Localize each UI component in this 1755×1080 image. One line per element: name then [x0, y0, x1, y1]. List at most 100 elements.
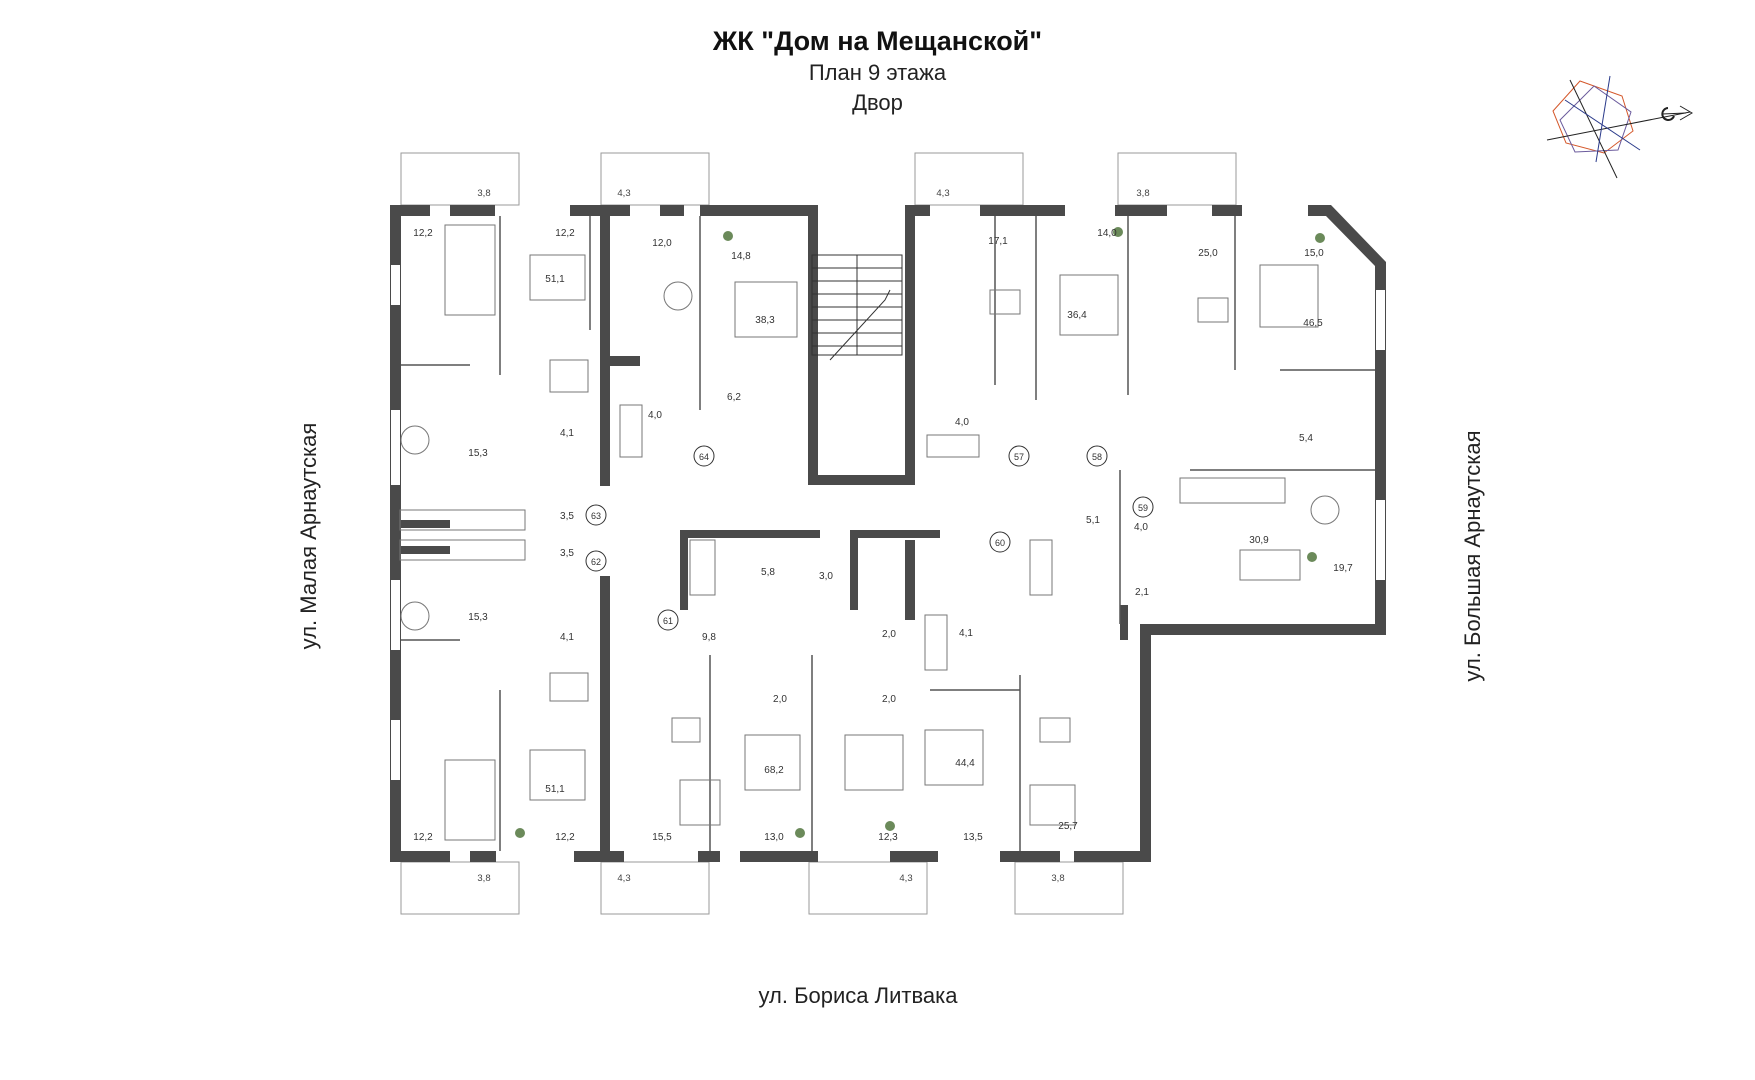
apartment-number: 60	[995, 538, 1005, 548]
room-area: 9,8	[702, 632, 716, 643]
room-area: 38,3	[755, 315, 775, 326]
bath	[689, 539, 716, 596]
apartment-markers: 57 58 59 60 61 62 63 64	[585, 445, 1154, 631]
bath	[619, 404, 643, 458]
table	[989, 289, 1021, 315]
table	[1197, 297, 1229, 323]
bed	[734, 281, 798, 338]
balcony-bottom-2	[600, 861, 710, 915]
stair-icon	[811, 254, 903, 361]
room-area: 4,1	[560, 632, 574, 643]
street-left: ул. Малая Арнаутская	[296, 423, 321, 650]
balconies	[400, 152, 1237, 915]
table	[1310, 495, 1340, 525]
room-area: 25,0	[1198, 248, 1218, 259]
room-area: 6,2	[727, 392, 741, 403]
room-area: 17,1	[988, 236, 1008, 247]
side-label: Двор	[852, 90, 903, 115]
balcony-top-3	[914, 152, 1024, 206]
apartment-marker	[657, 609, 679, 631]
room-area: 15,5	[652, 832, 672, 843]
page-title: ЖК "Дом на Мещанской"	[712, 26, 1043, 56]
room-area: 12,2	[555, 832, 575, 843]
balcony-size: 4,3	[899, 873, 912, 884]
kitchen-counter	[399, 509, 526, 531]
room-area: 14,8	[731, 251, 751, 262]
room-area: 68,2	[764, 765, 784, 776]
room-area: 15,3	[468, 612, 488, 623]
apartment-marker	[693, 445, 715, 467]
room-area: 14,0	[1097, 228, 1117, 239]
room-area: 13,0	[764, 832, 784, 843]
bath	[549, 672, 589, 702]
room-area: 4,1	[560, 428, 574, 439]
room-area: 5,4	[1299, 433, 1313, 444]
room-area: 5,8	[761, 567, 775, 578]
room-area: 15,0	[1304, 248, 1324, 259]
kitchen-counter	[399, 539, 526, 561]
street-right: ул. Большая Арнаутская	[1460, 430, 1485, 681]
sofa	[444, 224, 496, 316]
balcony-size: 4,3	[936, 188, 949, 199]
balcony-size: 3,8	[477, 188, 490, 199]
room-area: 2,0	[773, 694, 787, 705]
room-area: 4,0	[648, 410, 662, 421]
apartment-marker	[1008, 445, 1030, 467]
room-area: 30,9	[1249, 535, 1269, 546]
balcony-top-1	[400, 152, 520, 206]
floor-label: План 9 этажа	[808, 60, 947, 85]
room-area: 12,2	[413, 832, 433, 843]
apartment-marker	[585, 504, 607, 526]
bed	[1059, 274, 1119, 336]
room-area: 2,0	[882, 694, 896, 705]
apartment-number: 57	[1014, 452, 1024, 462]
room-area: 51,1	[545, 784, 565, 795]
balcony-bottom-1	[400, 861, 520, 915]
bed	[1259, 264, 1319, 328]
bath	[924, 614, 948, 671]
table	[400, 425, 430, 455]
room-area: 4,1	[959, 628, 973, 639]
room-area: 36,4	[1067, 310, 1087, 321]
balcony-size: 3,8	[1051, 873, 1064, 884]
table	[671, 717, 701, 743]
balcony-bottom-4	[1014, 861, 1124, 915]
room-area: 51,1	[545, 274, 565, 285]
room-area: 3,0	[819, 571, 833, 582]
balcony-top-2	[600, 152, 710, 206]
room-area: 3,5	[560, 511, 574, 522]
sofa	[1239, 549, 1301, 581]
street-bottom: ул. Бориса Литвака	[759, 983, 959, 1008]
sofa	[444, 759, 496, 841]
balcony-size: 3,8	[477, 873, 490, 884]
room-area: 12,3	[878, 832, 898, 843]
bed	[744, 734, 801, 791]
bath	[549, 359, 589, 393]
room-area: 25,7	[1058, 821, 1078, 832]
room-area: 2,0	[882, 629, 896, 640]
table	[1039, 717, 1071, 743]
balcony-size: 4,3	[617, 188, 630, 199]
apartment-number: 59	[1138, 503, 1148, 513]
bed	[529, 254, 586, 301]
room-area: 46,5	[1303, 318, 1323, 329]
plant-icon	[515, 227, 1325, 838]
bed	[529, 749, 586, 801]
partitions	[401, 216, 1375, 851]
apartment-number: 62	[591, 557, 601, 567]
bath	[1029, 539, 1053, 596]
table	[400, 601, 430, 631]
apartment-number: 58	[1092, 452, 1102, 462]
room-area: 5,1	[1086, 515, 1100, 526]
sofa	[1029, 784, 1076, 826]
room-area: 4,0	[1134, 522, 1148, 533]
bed	[844, 734, 904, 791]
kitchen-counter	[1179, 477, 1286, 504]
balcony-size: 4,3	[617, 873, 630, 884]
bath	[926, 434, 980, 458]
apartment-number: 64	[699, 452, 709, 462]
room-area: 12,2	[413, 228, 433, 239]
balcony-size: 3,8	[1136, 188, 1149, 199]
table	[663, 281, 693, 311]
